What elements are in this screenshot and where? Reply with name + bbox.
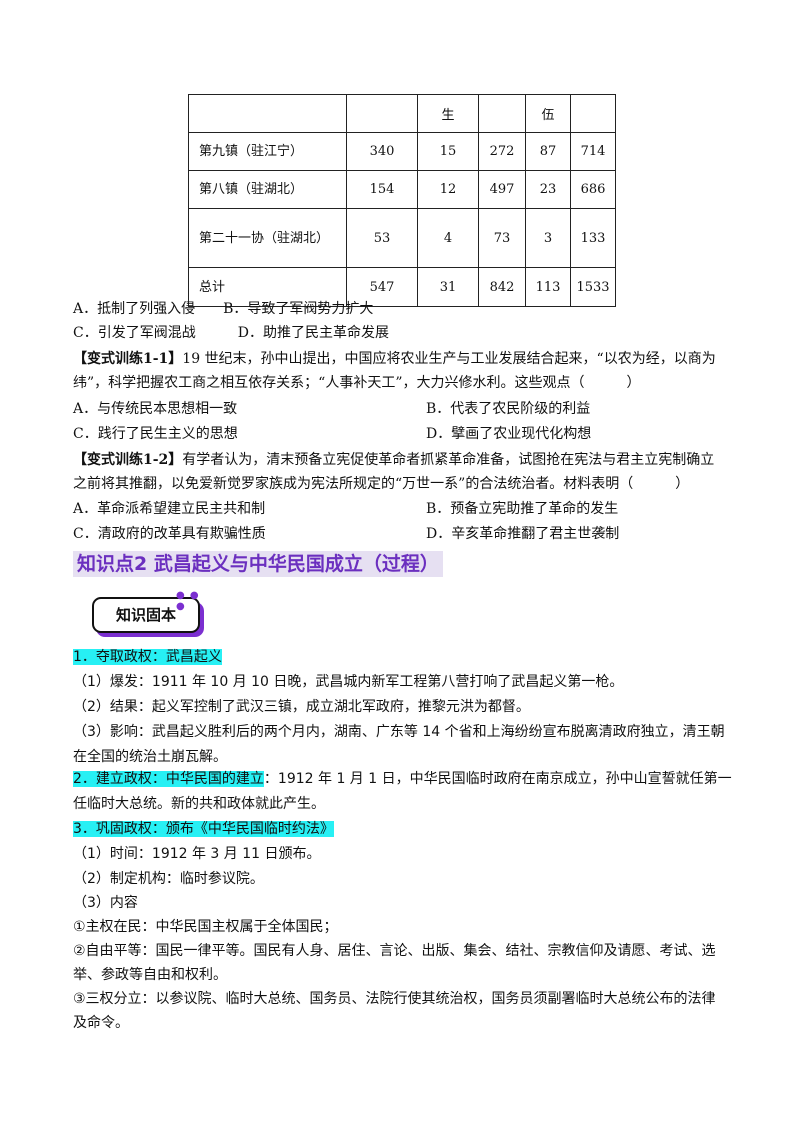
table-cell: 547 [346, 267, 418, 307]
table-cell: 497 [478, 170, 526, 209]
section-1-point-3b: 在全国的统治土崩瓦解。 [73, 749, 227, 765]
table-header-cell: 伍 [525, 94, 571, 133]
section-2-line1: 2．建立政权：中华民国的建立：1912 年 1 月 1 日，中华民国临时政府在南… [73, 767, 732, 791]
exercise-1-2-line1: 【变式训练1-2】有学者认为，清末预备立宪促使革命者抓紧革命准备，试图抢在宪法与… [73, 448, 714, 472]
table-cell: 31 [417, 267, 479, 307]
table-row: 第二十一协（驻湖北） 53 4 73 3 133 [188, 208, 616, 268]
section-1-heading: 1．夺取政权：武昌起义 [73, 645, 222, 669]
table-header-row: 生 伍 [188, 94, 616, 133]
table-cell-unit: 第九镇（驻江宁） [188, 132, 347, 171]
exercise-1-1-line1: 【变式训练1-1】19 世纪末，孙中山提出，中国应将农业生产与工业发展结合起来，… [73, 347, 716, 371]
table-cell: 842 [478, 267, 526, 307]
section-2-text: ：1912 年 1 月 1 日，中华民国临时政府在南京成立，孙中山宣誓就任第一 [263, 771, 732, 787]
table-cell-unit: 第二十一协（驻湖北） [188, 208, 347, 268]
table-cell: 53 [346, 208, 418, 268]
table-row: 第九镇（驻江宁） 340 15 272 87 714 [188, 132, 616, 171]
exercise-1-1-options-row1: A．与传统民本思想相一致 B．代表了农民阶级的利益 [73, 397, 590, 421]
table-row-total: 总计 547 31 842 113 1533 [188, 267, 616, 307]
troop-table: 生 伍 第九镇（驻江宁） 340 15 272 87 714 第八镇（驻湖北） … [188, 94, 616, 307]
option-b: B．导致了军阀势力扩大 [223, 301, 374, 317]
table-cell: 340 [346, 132, 418, 171]
exercise-1-2-options-row2: C．清政府的改革具有欺骗性质 D．辛亥革命推翻了君主世袭制 [73, 522, 619, 546]
section-3-point-1: （1）时间：1912 年 3 月 11 日颁布。 [73, 846, 321, 862]
table-cell: 714 [570, 132, 616, 171]
dots-decoration-icon: ● ● ● [176, 590, 200, 612]
option-a: A．革命派希望建立民主共和制 [73, 501, 266, 517]
exercise-1-1-options-row2: C．践行了民生主义的思想 D．擘画了农业现代化构想 [73, 422, 591, 446]
section-3-point-2: （2）制定机构：临时参议院。 [73, 871, 264, 887]
table-header-cell [478, 94, 526, 133]
section-2-line2: 任临时大总统。新的共和政体就此产生。 [73, 796, 325, 812]
content-item-2b: 举、参政等自由和权利。 [73, 967, 227, 983]
table-cell: 3 [525, 208, 571, 268]
question-text: 19 世纪末，孙中山提出，中国应将农业生产与工业发展结合起来，“以农为经，以商为 [182, 351, 716, 367]
section-badge: 知识固本 ● ● ● [92, 590, 204, 637]
option-c: C．引发了军阀混战 [73, 325, 196, 341]
option-c: C．清政府的改革具有欺骗性质 [73, 526, 266, 542]
exercise-label: 【变式训练1-1】 [73, 351, 183, 367]
table-header-cell [570, 94, 616, 133]
table-cell-unit: 第八镇（驻湖北） [188, 170, 347, 209]
highlighted-heading: 1．夺取政权：武昌起义 [73, 649, 222, 665]
table-cell: 87 [525, 132, 571, 171]
highlighted-heading: 3．巩固政权：颁布《中华民国临时约法》 [73, 821, 334, 837]
kp-prefix: 知识点 [77, 553, 135, 575]
option-a: A．与传统民本思想相一致 [73, 401, 238, 417]
option-b: B．代表了农民阶级的利益 [426, 401, 591, 417]
option-d: D．辛亥革命推翻了君主世袭制 [426, 526, 620, 542]
section-1-point-2: （2）结果：起义军控制了武汉三镇，成立湖北军政府，推黎元洪为都督。 [73, 699, 530, 715]
table-cell: 272 [478, 132, 526, 171]
q1-options-row2: C．引发了军阀混战 D．助推了民主革命发展 [73, 321, 389, 345]
kp-number: 2 [134, 553, 148, 575]
table-cell: 15 [417, 132, 479, 171]
content-item-3a: ③三权分立：以参议院、临时大总统、国务员、法院行使其统治权，国务员须副署临时大总… [73, 991, 716, 1007]
option-c: C．践行了民生主义的思想 [73, 426, 238, 442]
table-header-cell [188, 94, 347, 133]
option-a: A．抵制了列强入侵 [73, 301, 196, 317]
exercise-1-2-line2: 之前将其推翻，以免爱新觉罗家族成为宪法所规定的“万世一系”的合法统治者。材料表明… [73, 476, 690, 492]
table-cell: 154 [346, 170, 418, 209]
q1-options-row1: A．抵制了列强入侵 B．导致了军阀势力扩大 [73, 297, 373, 321]
content-item-2a: ②自由平等：国民一律平等。国民有人身、居住、言论、出版、集会、结社、宗教信仰及请… [73, 943, 716, 959]
content-item-1: ①主权在民：中华民国主权属于全体国民； [73, 919, 338, 935]
content-item-3b: 及命令。 [73, 1015, 129, 1031]
table-cell: 1533 [570, 267, 616, 307]
table-cell: 113 [525, 267, 571, 307]
table-header-cell: 生 [417, 94, 479, 133]
knowledge-point-heading: 知识点2 武昌起义与中华民国成立（过程） [73, 551, 443, 577]
exercise-label: 【变式训练1-2】 [73, 452, 183, 468]
highlighted-heading: 2．建立政权：中华民国的建立 [73, 771, 264, 787]
kp-title: 武昌起义与中华民国成立（过程） [153, 553, 439, 575]
section-3-heading: 3．巩固政权：颁布《中华民国临时约法》 [73, 817, 334, 841]
badge-label: 知识固本 [92, 597, 200, 633]
option-d: D．擘画了农业现代化构想 [426, 426, 592, 442]
table-row: 第八镇（驻湖北） 154 12 497 23 686 [188, 170, 616, 209]
table-header-cell [346, 94, 418, 133]
table-cell: 23 [525, 170, 571, 209]
exercise-1-1-line2: 纬”，科学把握农工商之相互依存关系；“人事补天工”，大力兴修水利。这些观点（ ） [73, 375, 641, 391]
table-cell-unit: 总计 [188, 267, 347, 307]
option-d: D．助推了民主革命发展 [237, 325, 389, 341]
section-3-point-3: （3）内容 [73, 895, 138, 911]
option-b: B．预备立宪助推了革命的发生 [426, 501, 619, 517]
table-cell: 133 [570, 208, 616, 268]
section-1-point-1: （1）爆发：1911 年 10 月 10 日晚，武昌城内新军工程第八营打响了武昌… [73, 674, 624, 690]
table-cell: 4 [417, 208, 479, 268]
section-1-point-3a: （3）影响：武昌起义胜利后的两个月内，湖南、广东等 14 个省和上海纷纷宣布脱离… [73, 724, 725, 740]
exercise-1-2-options-row1: A．革命派希望建立民主共和制 B．预备立宪助推了革命的发生 [73, 497, 618, 521]
table-cell: 73 [478, 208, 526, 268]
table-cell: 686 [570, 170, 616, 209]
question-text: 有学者认为，清末预备立宪促使革命者抓紧革命准备，试图抢在宪法与君主立宪制确立 [182, 452, 715, 468]
table-cell: 12 [417, 170, 479, 209]
